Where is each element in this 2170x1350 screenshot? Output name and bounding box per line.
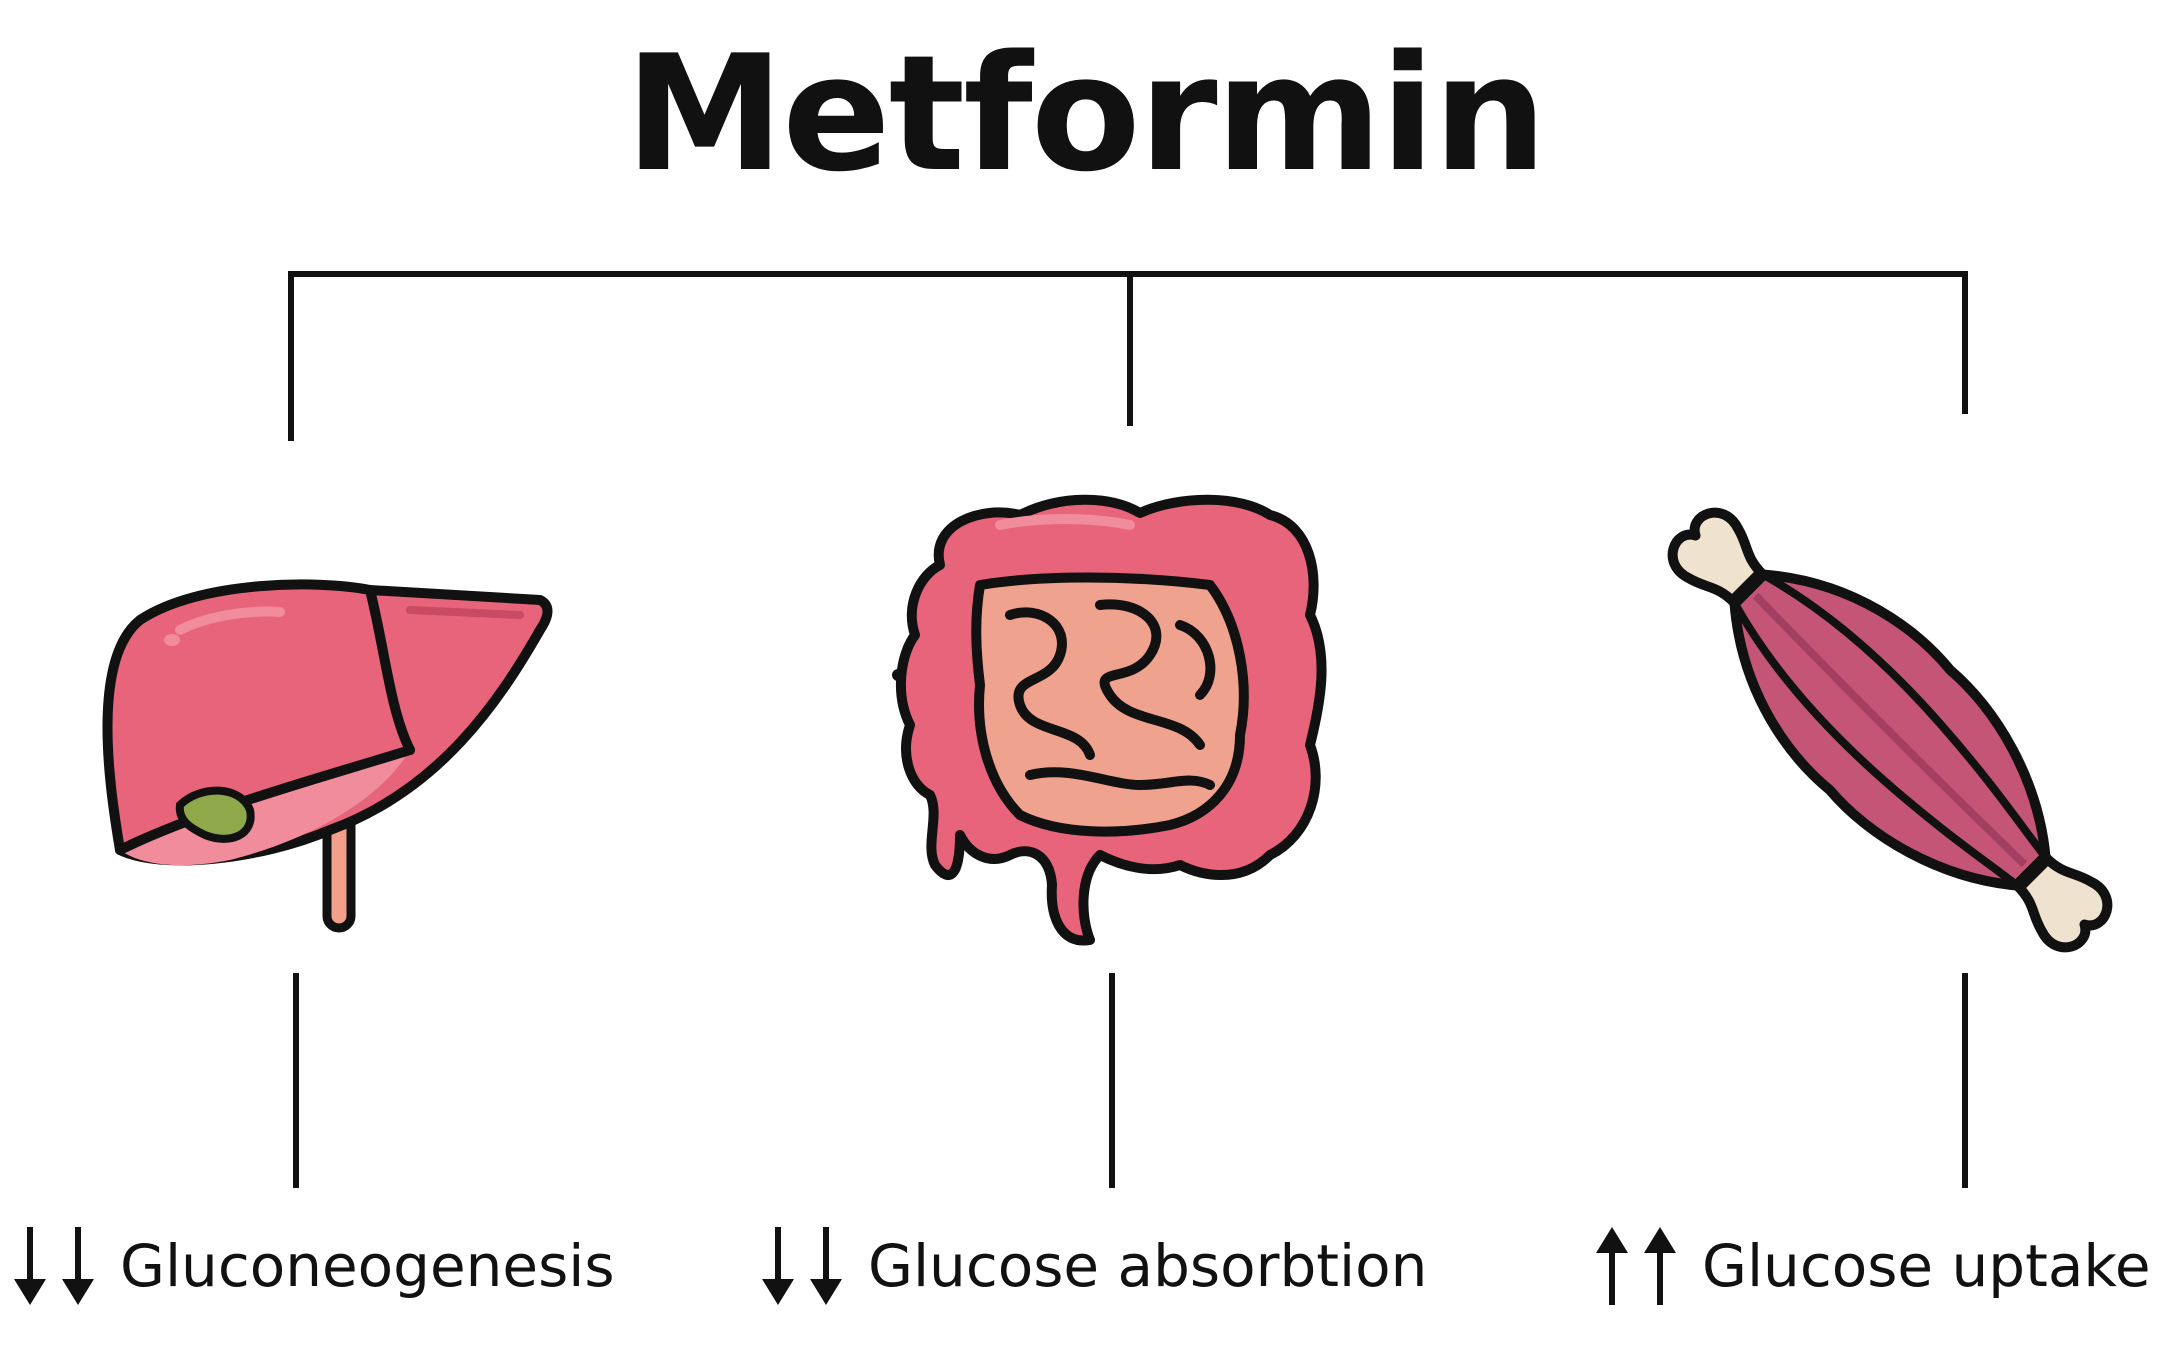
connector-liver-label: [293, 973, 299, 1188]
effect-label: Gluconeogenesis: [120, 1232, 615, 1300]
effect-gluconeogenesis: Gluconeogenesis: [10, 1222, 615, 1310]
effect-glucose-uptake: Glucose uptake: [1592, 1222, 2151, 1310]
connector-muscle-label: [1962, 973, 1968, 1188]
connector-left-drop: [288, 271, 294, 441]
effect-label: Glucose uptake: [1702, 1232, 2151, 1300]
connector-center-trunk: [1127, 271, 1133, 426]
arrow-group: [10, 1221, 106, 1311]
muscle-icon: [1667, 507, 2113, 953]
effect-glucose-absorbtion: Glucose absorbtion: [758, 1222, 1427, 1310]
arrow-group: [1592, 1221, 1688, 1311]
effect-label: Glucose absorbtion: [868, 1232, 1428, 1300]
arrow-up-icon: [1596, 1227, 1628, 1305]
arrow-up-icon: [1644, 1227, 1676, 1305]
arrow-down-icon: [810, 1227, 842, 1305]
connector-intestine-label: [1109, 973, 1115, 1188]
arrow-group: [758, 1221, 854, 1311]
intestine-icon: [892, 494, 1327, 946]
arrow-down-icon: [62, 1227, 94, 1305]
arrow-down-icon: [762, 1227, 794, 1305]
diagram-title: Metformin: [624, 20, 1547, 207]
connector-right-drop: [1962, 271, 1968, 414]
arrow-down-icon: [14, 1227, 46, 1305]
liver-icon: [102, 579, 553, 933]
